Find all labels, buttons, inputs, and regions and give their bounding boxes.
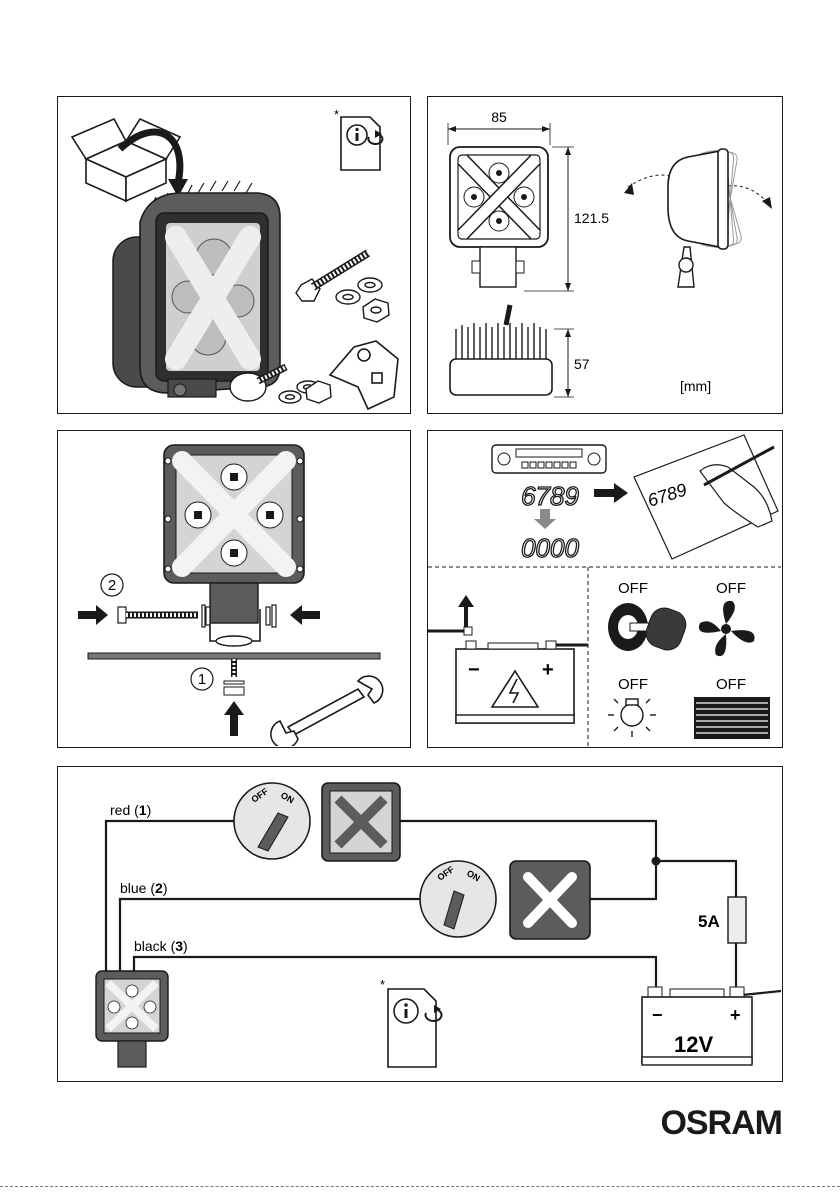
code-display-entered: 6789: [521, 481, 579, 511]
arrow-right-icon: [594, 483, 628, 503]
off-label-rear-defroster: OFF: [716, 676, 746, 693]
fan-icon: [699, 601, 755, 656]
lamp-2-icon: [510, 861, 590, 939]
svg-text:1: 1: [198, 671, 206, 688]
brand-name: OSRAM: [660, 1104, 782, 1141]
panel-unboxing: *: [57, 96, 411, 414]
arrow-up-icon: [224, 701, 244, 736]
off-label-ignition: OFF: [618, 580, 648, 597]
info-leaflet-icon: *: [334, 107, 382, 170]
rear-defroster-icon: [694, 697, 770, 739]
panel-dimensions: 85 121.5: [427, 96, 783, 414]
panel-wiring: red (1) blue (2) black (3) OFF ON OFF ON…: [57, 766, 783, 1082]
off-label-light: OFF: [618, 676, 648, 693]
arrow-left-icon: [290, 605, 320, 625]
info-leaflet-icon: *: [380, 977, 442, 1067]
wrench-icon: [271, 676, 383, 746]
mounting-surface: [88, 653, 380, 659]
carriage-bolt-mount: [216, 636, 252, 646]
lamp-1-icon: [322, 783, 400, 861]
under-bolt-icon: [224, 659, 244, 695]
arrow-right-icon: [78, 605, 108, 625]
radio-icon: [492, 445, 606, 473]
info-asterisk: *: [380, 977, 385, 992]
panel-preparation: 6789 0000 6789 − + OFF OFF O: [427, 430, 783, 748]
panel-mounting: 2 1: [57, 430, 411, 748]
dimension-unit: [mm]: [680, 378, 711, 394]
front-view-lamp: [450, 147, 548, 287]
battery-voltage: 12V: [674, 1032, 713, 1057]
info-asterisk: *: [334, 107, 339, 122]
dimension-depth: 57: [574, 356, 590, 372]
wire-label-black: black (3): [134, 938, 188, 954]
lamp-icon: [113, 181, 280, 397]
top-view-heatsink: [450, 305, 552, 395]
ignition-key-icon: [608, 603, 690, 654]
battery-minus-label: −: [652, 1005, 663, 1025]
dimension-height: 121.5: [574, 210, 609, 226]
wire-label-blue: blue (2): [120, 880, 168, 896]
switch-2-icon[interactable]: OFF ON: [420, 861, 496, 937]
crop-line: [0, 1186, 840, 1187]
battery-plus-label: +: [542, 659, 554, 681]
battery-minus-label: −: [468, 659, 480, 681]
switch-1-icon[interactable]: OFF ON: [234, 783, 310, 859]
battery-plus-label: +: [730, 1005, 741, 1025]
arrow-down-icon: [534, 509, 556, 529]
dimension-width: 85: [491, 109, 507, 125]
note-paper-icon: 6789: [634, 435, 778, 559]
fuse-icon: [728, 897, 746, 943]
step-2-marker: 2: [101, 574, 123, 596]
side-view-swivel: [624, 149, 772, 287]
step-1-marker: 1: [191, 668, 213, 690]
lamp-small-icon: [96, 971, 168, 1067]
code-display-reset: 0000: [521, 533, 579, 563]
arrow-up-icon: [458, 595, 474, 627]
battery-icon: [456, 641, 588, 723]
light-bulb-icon: [608, 699, 656, 737]
fuse-rating: 5A: [698, 912, 720, 931]
wire-label-red: red (1): [110, 802, 151, 818]
bracket-icon: [330, 341, 398, 409]
off-label-fan: OFF: [716, 580, 746, 597]
svg-text:2: 2: [108, 577, 116, 594]
osram-logo: OSRAM: [654, 1101, 784, 1141]
wire-junction: [652, 857, 661, 866]
